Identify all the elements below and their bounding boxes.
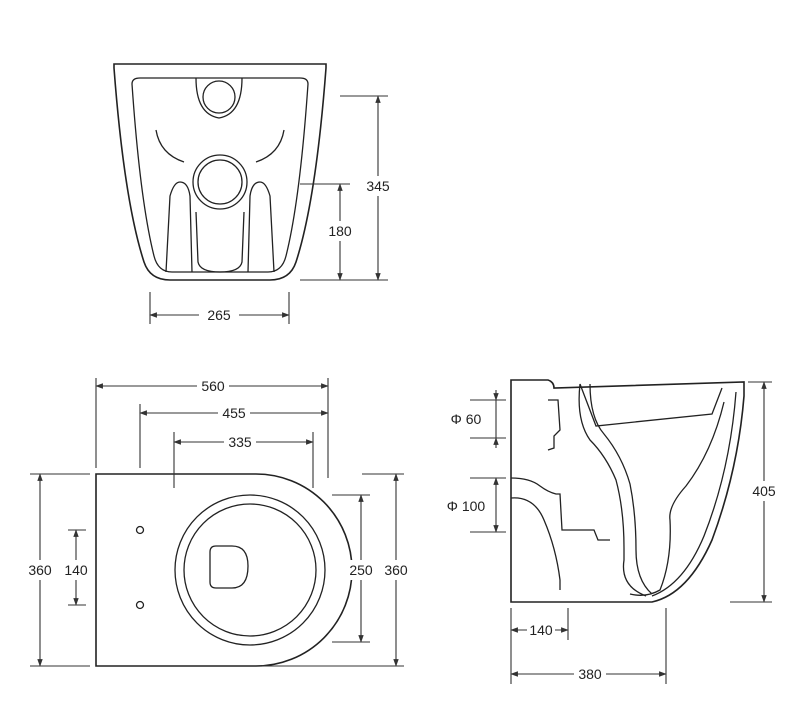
top-bowl-rim-outer <box>174 494 326 646</box>
side-trapway <box>578 383 647 597</box>
rear-arc-left <box>155 129 185 163</box>
rear-foot-right <box>247 181 275 273</box>
dim-label-180: 180 <box>328 223 352 239</box>
side-bowl-top <box>579 383 723 427</box>
side-outlet-socket <box>510 477 610 541</box>
rear-arc-right <box>255 129 285 163</box>
rear-outlet-inner <box>197 159 243 205</box>
top-bowl-drain <box>209 545 249 589</box>
dim-label-560: 560 <box>201 378 225 394</box>
side-bowl-wall-inner <box>629 401 725 596</box>
side-bowl-wall-outer <box>651 391 737 597</box>
dim-label-345: 345 <box>366 178 390 194</box>
dim-label-380: 380 <box>578 666 602 682</box>
top-fixing-hole-upper <box>135 525 145 535</box>
rear-foot-left <box>165 181 193 273</box>
rear-view-inner-bowl <box>131 77 309 273</box>
side-trapway-inner <box>589 383 653 595</box>
rear-view <box>113 63 327 281</box>
rear-outlet-outer <box>192 154 248 210</box>
side-view-dimensions: Φ 60 Φ 100 405 140 380 <box>442 381 780 684</box>
top-view-outline <box>95 473 353 667</box>
side-view-outline <box>510 379 745 603</box>
dim-label-335: 335 <box>228 434 252 450</box>
dim-label-phi60: Φ 60 <box>451 411 482 427</box>
dim-label-140-side: 140 <box>529 622 553 638</box>
rear-inlet-socket <box>195 77 243 119</box>
side-outlet-curve <box>510 497 561 590</box>
side-view <box>510 379 745 603</box>
dim-label-265: 265 <box>207 307 231 323</box>
side-inlet-socket <box>547 399 561 451</box>
dim-label-405: 405 <box>752 483 776 499</box>
dim-label-360-left: 360 <box>28 562 52 578</box>
rear-trap <box>195 211 245 273</box>
dim-label-250: 250 <box>349 562 373 578</box>
top-view-dimensions: 560 455 335 360 140 250 360 <box>26 376 410 667</box>
top-fixing-hole-lower <box>135 600 145 610</box>
dim-label-360-right: 360 <box>384 562 408 578</box>
dim-label-phi100: Φ 100 <box>447 498 486 514</box>
rear-view-outline <box>113 63 327 281</box>
dim-label-140-top: 140 <box>64 562 88 578</box>
top-bowl-rim-inner <box>183 503 317 637</box>
top-view <box>95 473 353 667</box>
dim-label-455: 455 <box>222 405 246 421</box>
rear-inlet-circle <box>202 80 236 114</box>
rear-view-dimensions: 265 345 180 <box>149 95 394 325</box>
